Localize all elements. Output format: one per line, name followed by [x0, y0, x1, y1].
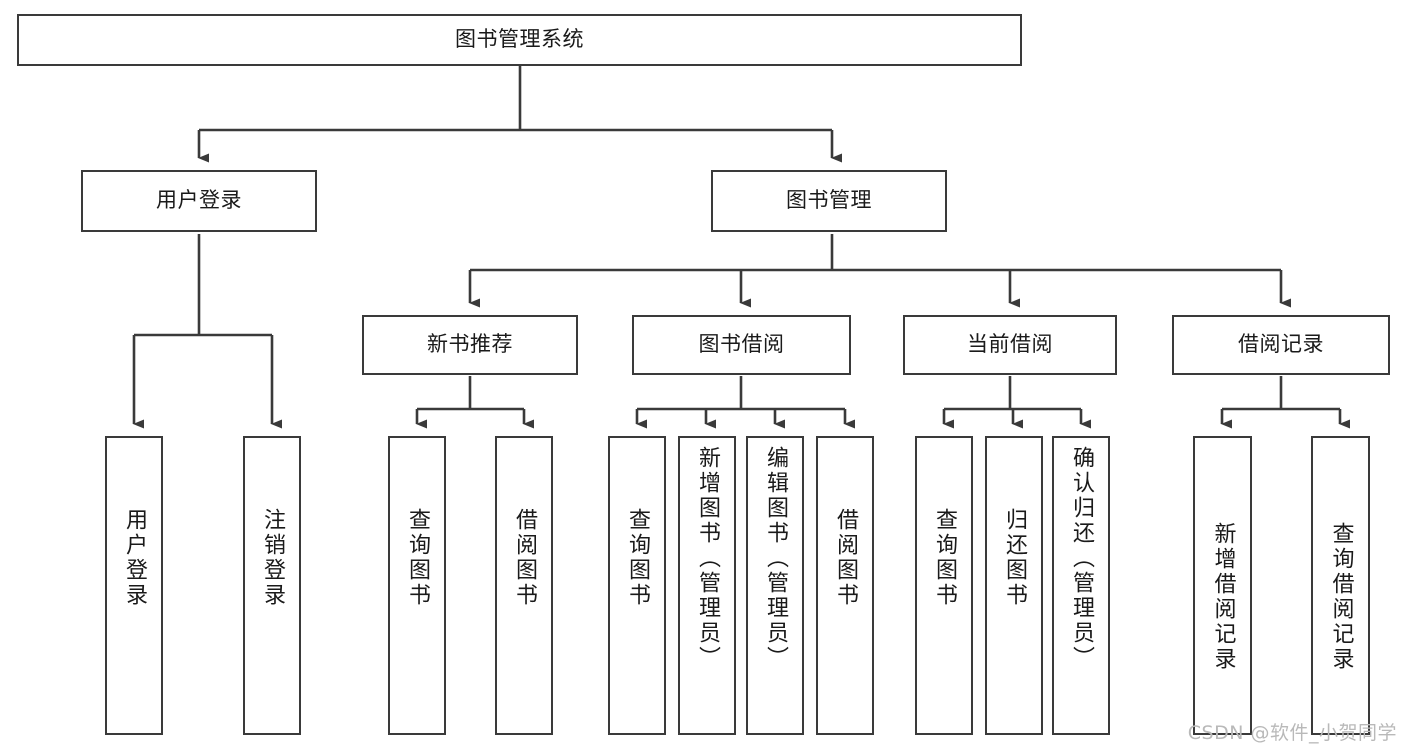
node-borrow-record[interactable]: 借阅记录 [1172, 315, 1390, 375]
node-book-manage-label: 图书管理 [786, 188, 872, 213]
node-book-manage[interactable]: 图书管理 [711, 170, 947, 232]
node-current-borrow-label: 当前借阅 [967, 332, 1053, 357]
node-current-borrow[interactable]: 当前借阅 [903, 315, 1117, 375]
node-leaf-query-book-1-label: 查询图书 [405, 508, 430, 608]
node-leaf-query-record-label: 查询借阅记录 [1328, 522, 1354, 672]
node-leaf-query-record[interactable]: 查询借阅记录 [1311, 436, 1370, 735]
node-leaf-borrow-book-1[interactable]: 借阅图书 [495, 436, 553, 735]
node-root[interactable]: 图书管理系统 [17, 14, 1022, 66]
node-root-label: 图书管理系统 [455, 27, 584, 52]
node-leaf-user-login-label: 用户登录 [122, 508, 147, 608]
node-leaf-query-book-2-label: 查询图书 [625, 508, 650, 608]
node-leaf-add-record-label: 新增借阅记录 [1210, 522, 1236, 672]
node-leaf-query-book-1[interactable]: 查询图书 [388, 436, 446, 735]
node-leaf-add-book-label: 新增图书（管理员） [695, 446, 720, 671]
node-leaf-confirm-return-label: 确认归还（管理员） [1069, 446, 1094, 671]
node-leaf-user-login[interactable]: 用户登录 [105, 436, 163, 735]
node-leaf-query-book-3[interactable]: 查询图书 [915, 436, 973, 735]
node-borrow-record-label: 借阅记录 [1238, 332, 1324, 357]
node-leaf-edit-book-label: 编辑图书（管理员） [763, 446, 788, 671]
node-leaf-confirm-return[interactable]: 确认归还（管理员） [1052, 436, 1110, 735]
node-leaf-add-book[interactable]: 新增图书（管理员） [678, 436, 736, 735]
node-new-book-recommend[interactable]: 新书推荐 [362, 315, 578, 375]
node-new-book-recommend-label: 新书推荐 [427, 332, 513, 357]
node-leaf-edit-book[interactable]: 编辑图书（管理员） [746, 436, 804, 735]
node-leaf-query-book-3-label: 查询图书 [932, 508, 957, 608]
node-user-login-label: 用户登录 [156, 188, 242, 213]
node-leaf-user-logout-label: 注销登录 [260, 508, 285, 608]
node-book-borrow-label: 图书借阅 [698, 332, 785, 357]
watermark: CSDN @软件_小贺同学 [1187, 722, 1397, 744]
node-leaf-user-logout[interactable]: 注销登录 [243, 436, 301, 735]
node-leaf-borrow-book-2[interactable]: 借阅图书 [816, 436, 874, 735]
node-user-login[interactable]: 用户登录 [81, 170, 317, 232]
node-leaf-return-book[interactable]: 归还图书 [985, 436, 1043, 735]
node-book-borrow[interactable]: 图书借阅 [632, 315, 851, 375]
node-leaf-return-book-label: 归还图书 [1002, 508, 1027, 608]
node-leaf-query-book-2[interactable]: 查询图书 [608, 436, 666, 735]
node-leaf-borrow-book-2-label: 借阅图书 [833, 508, 858, 608]
node-leaf-borrow-book-1-label: 借阅图书 [512, 508, 537, 608]
node-leaf-add-record[interactable]: 新增借阅记录 [1193, 436, 1252, 735]
